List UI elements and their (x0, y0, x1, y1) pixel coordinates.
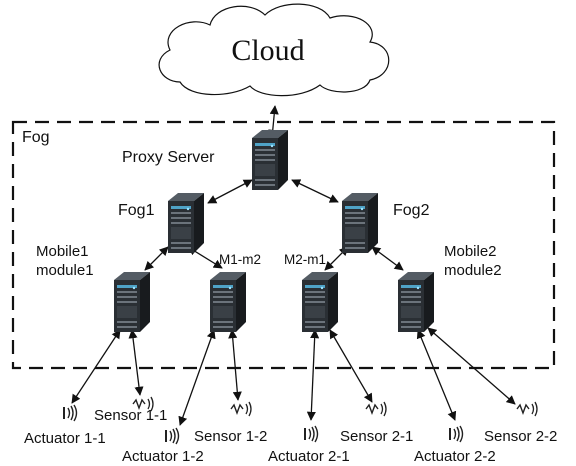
mobile2-label-line2: module2 (444, 262, 502, 279)
m1m2-sensor12-link (228, 329, 242, 401)
mobile2-sensor22-link (427, 327, 516, 405)
mobile1-label-line2: module1 (36, 262, 94, 279)
sensor-2-1-icon (365, 401, 387, 417)
sensor-2-2-label: Sensor 2-2 (484, 428, 557, 445)
fog2-label: Fog2 (393, 202, 430, 219)
connections (71, 105, 516, 426)
sensor-2-1-label: Sensor 2-1 (340, 428, 413, 445)
actuator-2-2-icon (449, 425, 464, 443)
fog2-server-icon (342, 193, 378, 253)
m2m1-sensor21-link (329, 329, 373, 403)
mobile1-sensor11-link (128, 329, 144, 396)
m1m2-actuator12-link (178, 329, 216, 426)
proxy-fog1-link (207, 179, 253, 204)
actuator-2-1-label: Actuator 2-1 (268, 448, 350, 465)
actuator-1-1-icon (63, 404, 78, 422)
mobile2-server-icon (398, 272, 434, 332)
fog-region-label: Fog (22, 129, 50, 146)
proxy-fog2-link (291, 179, 339, 203)
actuator-1-1-label: Actuator 1-1 (24, 430, 106, 447)
sensor-1-2-label: Sensor 1-2 (194, 428, 267, 445)
m2m1-actuator21-link (306, 329, 320, 421)
fog2-mobile2-link (371, 246, 404, 271)
fog1-mobile1-link (144, 246, 169, 271)
proxy-server-label: Proxy Server (122, 149, 215, 166)
m2m1-server-icon (302, 272, 338, 332)
actuator-2-2-label: Actuator 2-2 (414, 448, 496, 465)
fog1-label: Fog1 (118, 202, 155, 219)
actuator-1-2-icon (165, 427, 180, 445)
actuator-2-1-icon (304, 425, 319, 443)
cloud-label: Cloud (231, 34, 304, 67)
mobile2-actuator22-link (416, 329, 457, 421)
m2m1-label: M2-m1 (284, 252, 326, 267)
mobile2-label-line1: Mobile2 (444, 243, 497, 260)
fog1-server-icon (168, 193, 204, 253)
proxy-server-icon (252, 130, 288, 190)
sensor-1-2-icon (230, 401, 252, 417)
mobile1-actuator11-link (71, 329, 121, 404)
m1m2-label: M1-m2 (219, 252, 261, 267)
mobile1-server-icon (114, 272, 150, 332)
mobile1-label-line1: Mobile1 (36, 243, 89, 260)
m1m2-server-icon (210, 272, 246, 332)
sensor-2-2-icon (516, 401, 538, 417)
actuator-1-2-label: Actuator 1-2 (122, 448, 204, 465)
fog-region-border (11, 120, 556, 370)
cloud-shape (158, 3, 390, 97)
sensor-1-1-label: Sensor 1-1 (94, 407, 167, 424)
